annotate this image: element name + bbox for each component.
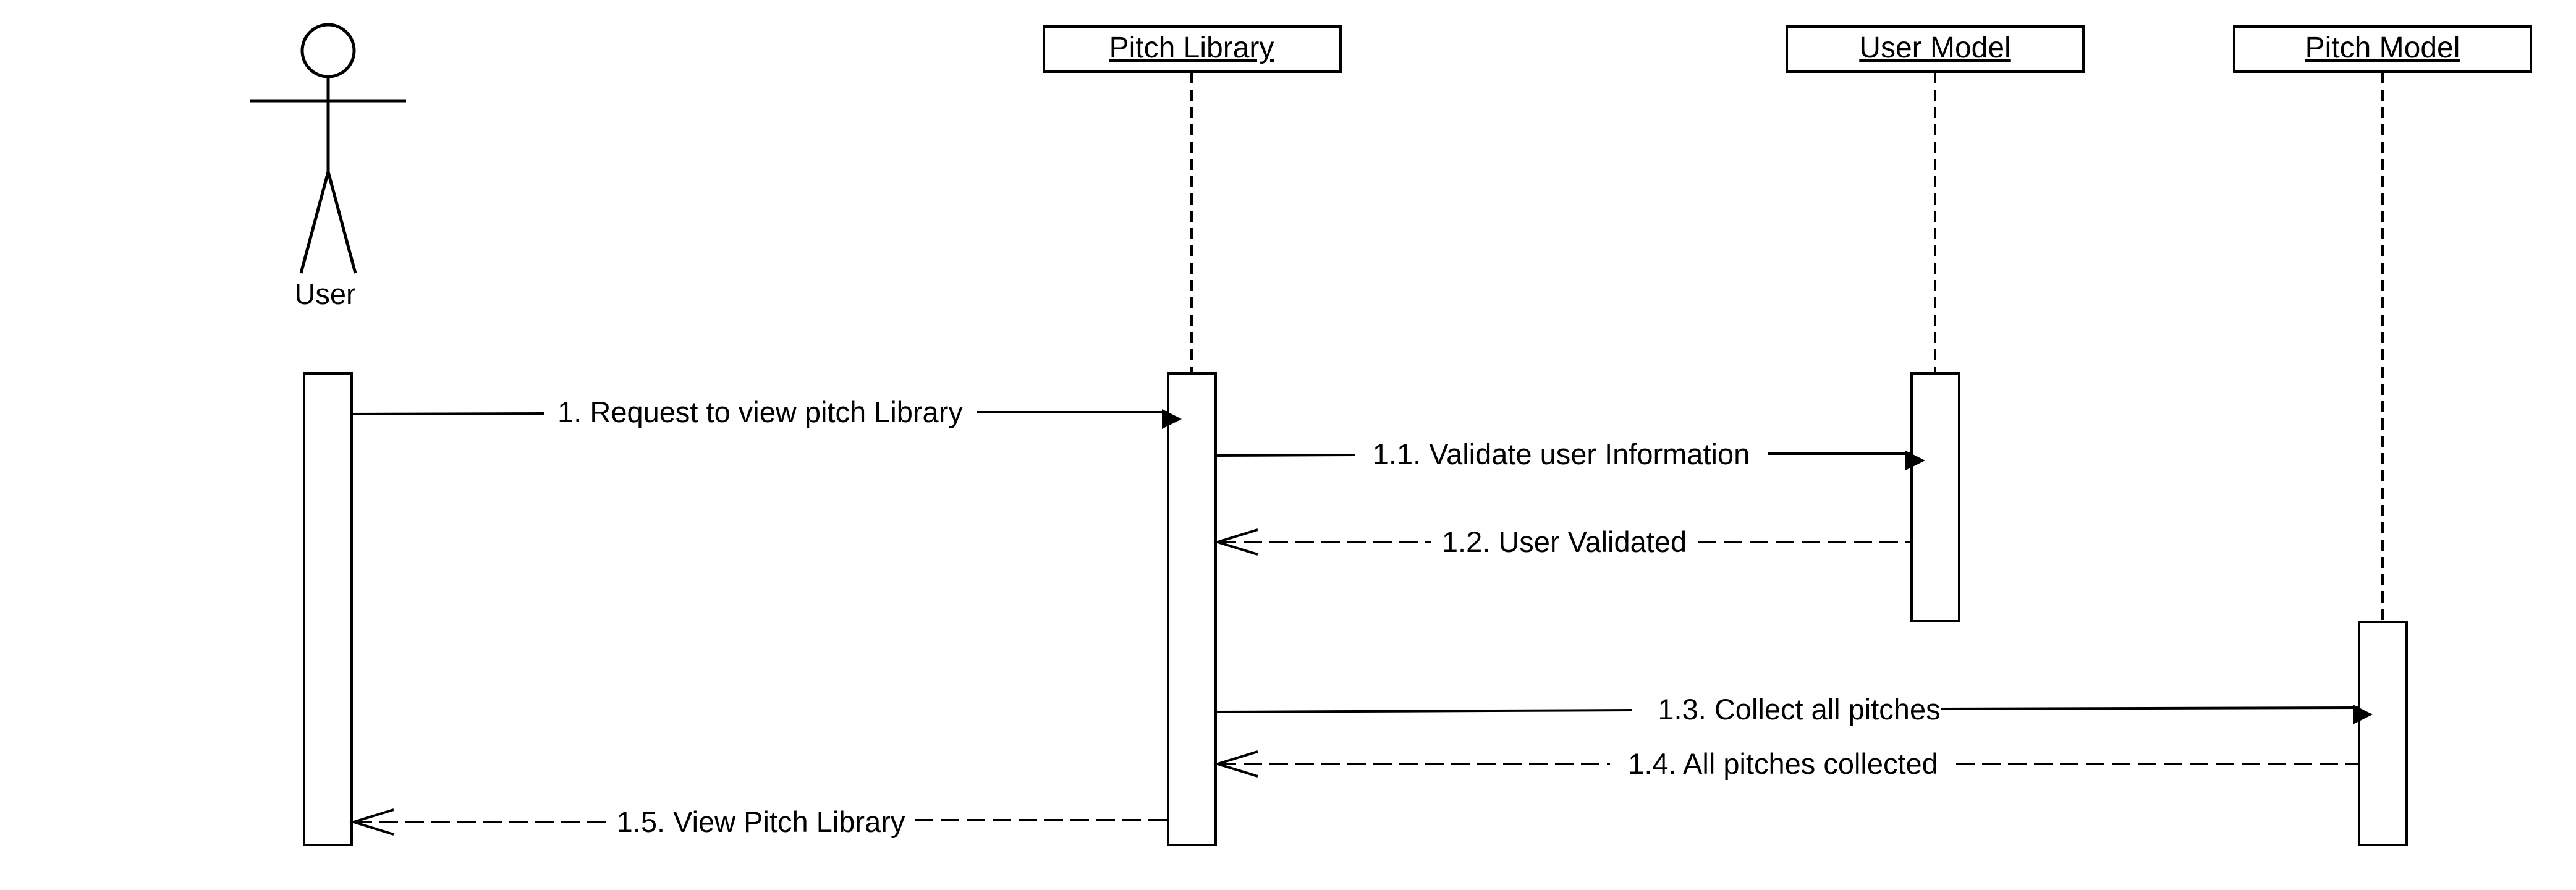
message-all-pitches-collected: 1.4. All pitches collected <box>1213 747 2359 780</box>
message-collect-all-pitches: 1.3. Collect all pitches <box>1215 693 2373 726</box>
open-arrowhead-icon <box>349 808 394 836</box>
message-label: 1.4. All pitches collected <box>1628 747 1938 780</box>
lifeline-label-user-model: User Model <box>1859 32 2010 64</box>
actor-head-icon <box>300 23 356 78</box>
lifeline-user-model: User Model <box>1786 25 2085 373</box>
actor-user-label: User <box>294 278 355 310</box>
message-label: 1.1. Validate user Information <box>1373 438 1750 470</box>
lifeline-label-pitch-model: Pitch Model <box>2305 32 2460 64</box>
lifeline-label-pitch-library: Pitch Library <box>1109 32 1274 64</box>
message-label: 1. Request to view pitch Library <box>557 396 963 428</box>
message-label: 1.3. Collect all pitches <box>1658 693 1940 726</box>
message-label: 1.5. View Pitch Library <box>617 805 905 838</box>
activation-user <box>303 372 353 846</box>
actor-user <box>250 23 406 274</box>
lifeline-head-pitch-library <box>1043 25 1342 73</box>
lifeline-pitch-model: Pitch Model <box>2233 25 2532 622</box>
activation-pitch-library <box>1167 372 1217 846</box>
open-arrowhead-icon <box>1213 528 1258 556</box>
message-user-validated: 1.2. User Validated <box>1213 525 1912 558</box>
activation-user-model <box>1910 372 1960 622</box>
lifeline-head-user-model <box>1786 25 2085 73</box>
message-label: 1.2. User Validated <box>1442 525 1687 558</box>
message-request-view-pitch-library: 1. Request to view pitch Library <box>351 396 1182 430</box>
open-arrowhead-icon <box>1213 750 1258 778</box>
message-view-pitch-library: 1.5. View Pitch Library <box>349 805 1168 838</box>
message-validate-user-information: 1.1. Validate user Information <box>1215 438 1926 471</box>
lifeline-head-pitch-model <box>2233 25 2532 73</box>
activation-pitch-model <box>2358 621 2408 846</box>
lifeline-pitch-library: Pitch Library <box>1043 25 1342 373</box>
